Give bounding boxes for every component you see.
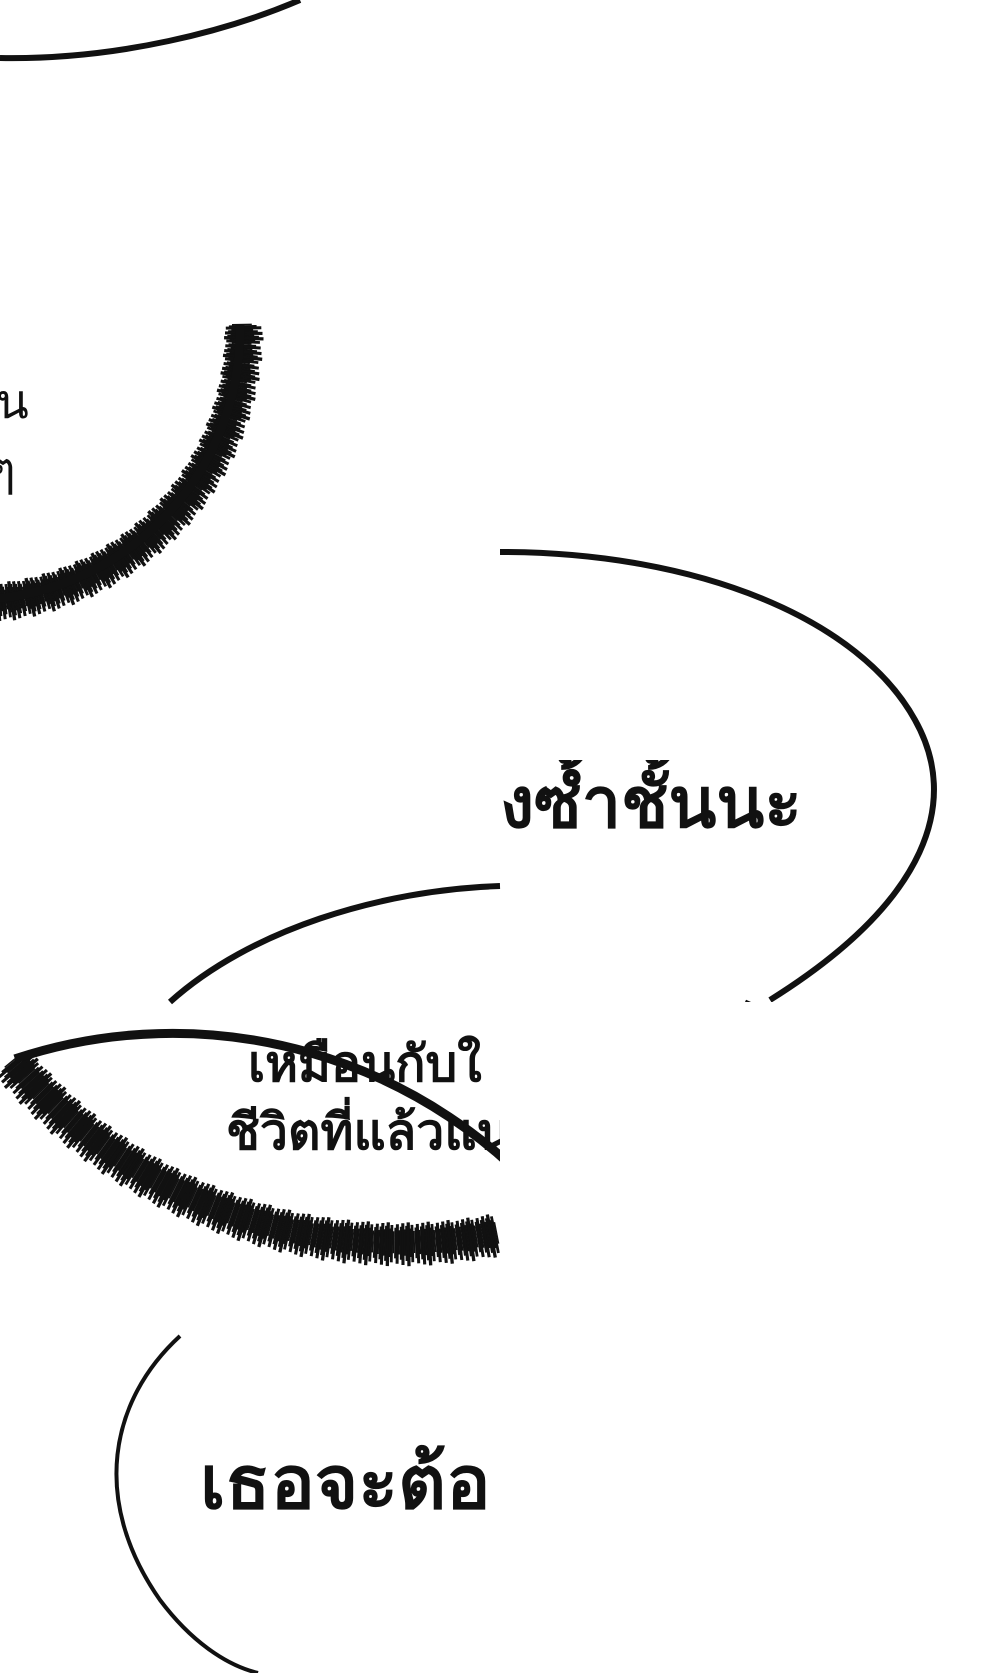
upper-fragment-line2: ๆ bbox=[0, 442, 16, 498]
bottom-bubble-text: เธอจะต้อ bbox=[200, 1440, 491, 1526]
middle-bubble-line2: ชีวิตที่แล้วแน bbox=[226, 1103, 500, 1161]
spiky-bubble-upper bbox=[0, 323, 264, 621]
middle-bubble-outline bbox=[167, 883, 501, 1005]
panel-mask-lower-right bbox=[500, 1002, 1000, 1673]
middle-bubble-line1: เหมือนกับใ bbox=[248, 1035, 482, 1093]
right-bubble-text: งซ้ำชั้นนะ bbox=[500, 762, 802, 844]
bottom-bubble-text-clip: เธอจะต้อ bbox=[190, 1440, 500, 1550]
upper-fragment-line1: น bbox=[0, 374, 29, 430]
middle-bubble-text-clip: เหมือนกับใ ชีวิตที่แล้วแน bbox=[200, 1035, 500, 1185]
top-bubble-outline bbox=[0, 0, 302, 62]
bottom-bubble-outline bbox=[114, 1334, 259, 1673]
right-bubble-text-clip: งซ้ำชั้นนะ bbox=[500, 760, 880, 870]
right-bubble-outline bbox=[499, 549, 937, 1003]
spiky-bubble-lower bbox=[0, 1028, 562, 1267]
